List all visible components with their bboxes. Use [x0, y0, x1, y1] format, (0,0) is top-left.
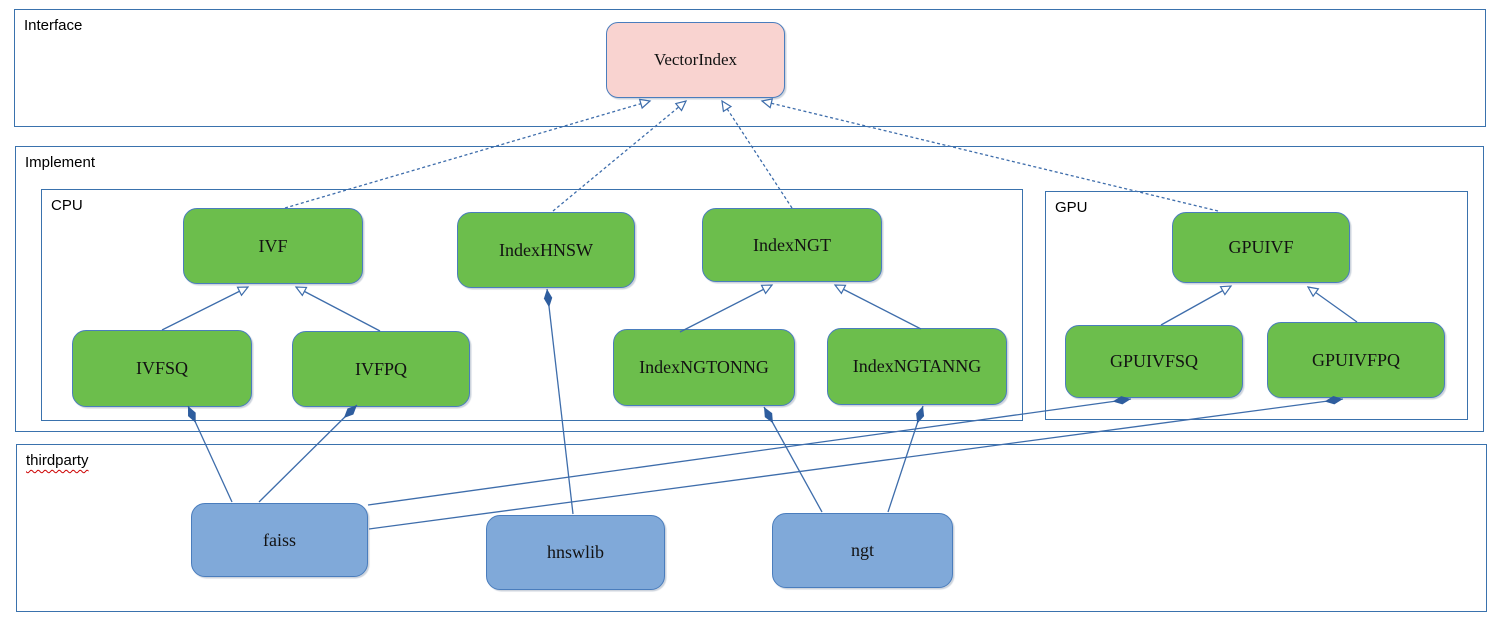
node-faiss[interactable]: faiss: [191, 503, 368, 577]
node-ivfsq-label: IVFSQ: [135, 358, 188, 378]
node-ivfpq-label: IVFPQ: [354, 358, 407, 379]
node-gpuivfsq[interactable]: GPUIVFSQ: [1065, 325, 1243, 398]
node-ngt-label: ngt: [850, 540, 874, 560]
node-vectorindex-label: VectorIndex: [653, 50, 738, 69]
cpu-label: CPU: [51, 197, 83, 214]
node-gpuivfsq-label: GPUIVFSQ: [1109, 351, 1199, 371]
node-indexngtonng[interactable]: IndexNGTONNG: [613, 329, 795, 406]
node-gpuivf-label: GPUIVF: [1228, 237, 1294, 257]
node-indexngtonng-label: IndexNGTONNG: [639, 357, 769, 377]
node-indexhnsw[interactable]: IndexHNSW: [457, 212, 635, 288]
node-ivf-label: IVF: [258, 235, 288, 256]
gpu-label: GPU: [1055, 199, 1088, 216]
node-hnswlib-label: hnswlib: [546, 542, 604, 562]
node-indexngt[interactable]: IndexNGT: [702, 208, 882, 282]
node-ivfpq[interactable]: IVFPQ: [292, 331, 470, 407]
implement-label: Implement: [25, 154, 96, 171]
node-ivfsq[interactable]: IVFSQ: [72, 330, 252, 407]
node-indexngtanng-label: IndexNGTANNG: [852, 356, 982, 376]
node-gpuivfpq[interactable]: GPUIVFPQ: [1267, 322, 1445, 398]
interface-label: Interface: [24, 17, 83, 34]
node-gpuivf[interactable]: GPUIVF: [1172, 212, 1350, 283]
node-faiss-label: faiss: [263, 529, 296, 550]
node-gpuivfpq-label: GPUIVFPQ: [1311, 349, 1401, 370]
node-ngt[interactable]: ngt: [772, 513, 953, 588]
node-indexngt-label: IndexNGT: [753, 234, 831, 255]
node-hnswlib[interactable]: hnswlib: [486, 515, 665, 590]
node-indexhnsw-label: IndexHNSW: [499, 239, 593, 260]
thirdparty-label: thirdparty: [26, 452, 89, 469]
node-vectorindex[interactable]: VectorIndex: [606, 22, 785, 98]
node-indexngtanng[interactable]: IndexNGTANNG: [827, 328, 1007, 405]
node-ivf[interactable]: IVF: [183, 208, 363, 284]
